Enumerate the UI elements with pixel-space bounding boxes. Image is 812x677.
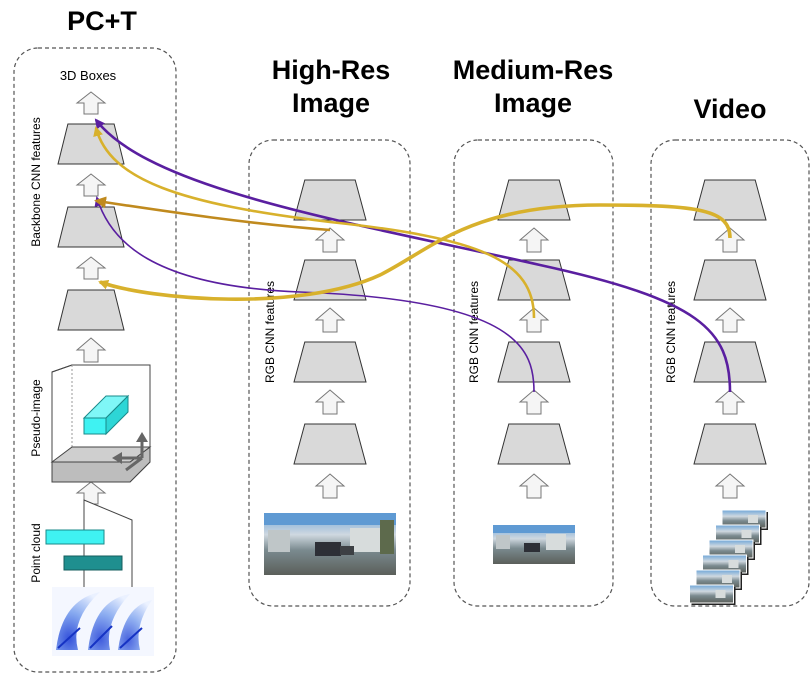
medium-res-image bbox=[493, 525, 575, 564]
gold-arrow-medium-to-backbone bbox=[93, 126, 536, 319]
cnn-layer bbox=[693, 259, 767, 301]
medium-res-panel bbox=[453, 139, 614, 607]
up-arrow bbox=[75, 91, 107, 115]
cnn-layer bbox=[693, 423, 767, 465]
point-cloud-image bbox=[52, 587, 154, 656]
high-res-cnn-stack bbox=[293, 179, 367, 499]
boxes-label: 3D Boxes bbox=[60, 68, 117, 83]
cnn-layer bbox=[497, 259, 571, 301]
up-arrow bbox=[75, 173, 107, 197]
up-arrow bbox=[75, 337, 107, 363]
video-title: Video bbox=[693, 94, 766, 124]
up-arrow bbox=[714, 473, 746, 499]
video-panel bbox=[650, 139, 810, 607]
backbone-label: Backbone CNN features bbox=[29, 117, 43, 246]
high-res-rgb-label: RGB CNN features bbox=[263, 281, 277, 383]
up-arrow bbox=[714, 227, 746, 253]
cnn-layer bbox=[693, 341, 767, 383]
cnn-layer bbox=[497, 423, 571, 465]
video-frames bbox=[689, 509, 768, 605]
pct-panel bbox=[13, 47, 177, 673]
up-arrow bbox=[314, 473, 346, 499]
cnn-layer bbox=[57, 289, 125, 331]
pct-backbone-stack bbox=[57, 91, 125, 505]
cnn-layer bbox=[293, 423, 367, 465]
purple-arrow-medium-to-backbone bbox=[94, 196, 535, 393]
cnn-layer bbox=[293, 341, 367, 383]
up-arrow bbox=[518, 389, 550, 415]
video-cnn-stack bbox=[693, 179, 767, 499]
pseudo-image-cube bbox=[50, 364, 152, 483]
cnn-layer bbox=[497, 341, 571, 383]
up-arrow bbox=[714, 389, 746, 415]
cnn-layer bbox=[693, 179, 767, 221]
point-cloud-label: Point cloud bbox=[29, 523, 43, 582]
up-arrow bbox=[75, 481, 107, 505]
medium-res-title-line1: Medium-Res bbox=[453, 55, 614, 85]
dark-gold-arrow-high-to-backbone bbox=[94, 196, 331, 232]
up-arrow bbox=[518, 227, 550, 253]
pseudo-image-label: Pseudo-image bbox=[29, 379, 43, 457]
up-arrow bbox=[314, 227, 346, 253]
up-arrow bbox=[518, 473, 550, 499]
high-res-image bbox=[264, 513, 396, 575]
medium-res-rgb-label: RGB CNN features bbox=[467, 281, 481, 383]
video-rgb-label: RGB CNN features bbox=[664, 281, 678, 383]
up-arrow bbox=[75, 256, 107, 280]
up-arrow bbox=[714, 307, 746, 333]
medium-res-cnn-stack bbox=[497, 179, 571, 499]
cnn-layer bbox=[57, 206, 125, 248]
up-arrow bbox=[314, 389, 346, 415]
gold-arrow-video-to-backbone bbox=[98, 203, 732, 301]
cnn-layer bbox=[497, 179, 571, 221]
up-arrow bbox=[518, 307, 550, 333]
high-res-title-line1: High-Res bbox=[272, 55, 391, 85]
medium-res-title-line2: Image bbox=[494, 88, 572, 118]
high-res-title-line2: Image bbox=[292, 88, 370, 118]
video-frame bbox=[689, 584, 736, 605]
pct-title: PC+T bbox=[67, 6, 137, 36]
cnn-layer bbox=[293, 259, 367, 301]
cnn-layer bbox=[293, 179, 367, 221]
up-arrow bbox=[314, 307, 346, 333]
high-res-panel bbox=[248, 139, 411, 607]
